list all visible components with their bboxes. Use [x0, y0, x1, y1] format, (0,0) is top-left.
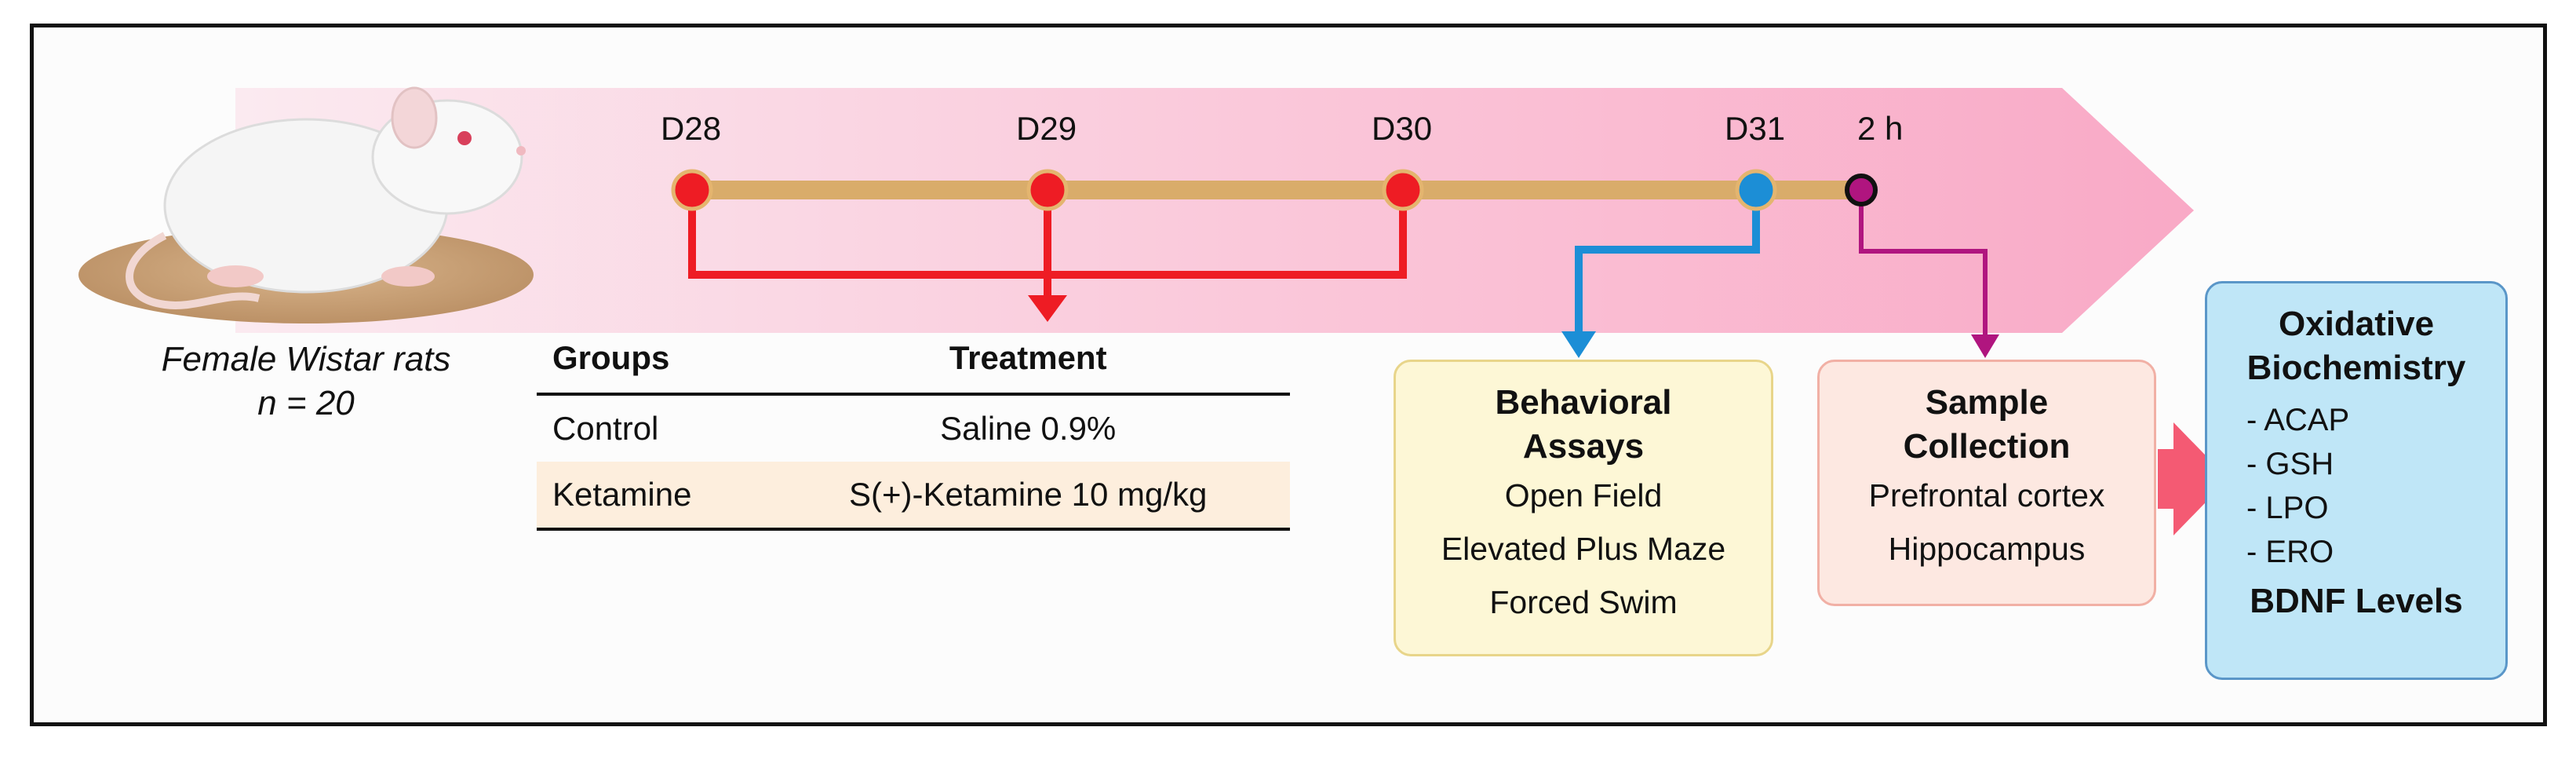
- sample-collection-box: Sample Collection Prefrontal cortex Hipp…: [1817, 360, 2156, 606]
- timeline-label-d31: D31: [1725, 110, 1786, 147]
- table-header-row: Groups Treatment: [537, 328, 1290, 396]
- behavior-connector: [1575, 195, 1760, 333]
- oxidative-title-2: Biochemistry: [2246, 349, 2466, 387]
- header-groups: Groups: [537, 328, 767, 396]
- header-treatment: Treatment: [766, 328, 1290, 396]
- groups-table: Groups Treatment Control Saline 0.9% Ket…: [537, 328, 1290, 531]
- table-row: Ketamine S(+)-Ketamine 10 mg/kg: [537, 462, 1290, 529]
- treatment-bracket: [688, 195, 1407, 297]
- behavioral-assays-box: Behavioral Assays Open Field Elevated Pl…: [1394, 360, 1773, 656]
- caption-species: Female Wistar rats: [161, 340, 451, 378]
- rat-illustration: [78, 86, 534, 323]
- biomarker-item: - ACAP: [2246, 403, 2350, 437]
- timeline-marker-d28: [671, 169, 713, 211]
- treatment-cell: Saline 0.9%: [940, 410, 1117, 447]
- group-cell: Control: [552, 410, 659, 447]
- biomarker-item: - ERO: [2246, 535, 2334, 569]
- timeline-marker-d29: [1026, 169, 1069, 211]
- behavioral-title-1: Behavioral: [1495, 383, 1672, 422]
- caption-n: n = 20: [257, 384, 355, 422]
- sample-item: Prefrontal cortex: [1868, 477, 2105, 513]
- animal-caption: Female Wistar rats n = 20: [118, 338, 494, 426]
- oxidative-biochemistry-box: Oxidative Biochemistry - ACAP - GSH - LP…: [2205, 281, 2508, 680]
- behavior-arrowhead: [1561, 331, 1596, 358]
- treatment-cell: S(+)-Ketamine 10 mg/kg: [766, 462, 1290, 529]
- behavioral-item: Open Field: [1504, 477, 1663, 513]
- sampling-arrowhead: [1971, 334, 1999, 358]
- biomarker-item: - GSH: [2246, 447, 2334, 481]
- timeline-label-d30: D30: [1372, 110, 1433, 147]
- behavioral-item: Elevated Plus Maze: [1441, 531, 1726, 567]
- sample-title-2: Collection: [1903, 427, 2071, 466]
- timeline-label-d28: D28: [661, 110, 722, 147]
- biomarker-list: - ACAP - GSH - LPO - ERO: [2207, 398, 2505, 574]
- behavioral-item: Forced Swim: [1489, 584, 1678, 620]
- sample-title-1: Sample: [1925, 383, 2049, 422]
- sample-item: Hippocampus: [1888, 531, 2086, 567]
- table-row: Control Saline 0.9%: [537, 394, 1290, 462]
- group-cell: Ketamine: [537, 462, 767, 529]
- timeline-label-d29: D29: [1016, 110, 1077, 147]
- timeline-marker-d30: [1382, 169, 1424, 211]
- timeline-bar: [690, 181, 1867, 199]
- timeline-marker-d31: [1735, 169, 1777, 211]
- oxidative-title-1: Oxidative: [2278, 305, 2435, 343]
- to-biochem-arrow: [2158, 422, 2228, 535]
- sampling-connector: [1859, 201, 1988, 336]
- behavioral-title-2: Assays: [1522, 427, 1645, 466]
- biomarker-item: - LPO: [2246, 491, 2329, 525]
- timeline-marker-2h: [1845, 174, 1878, 206]
- treatment-arrowhead: [1028, 295, 1067, 322]
- bdnf-levels-label: BDNF Levels: [2250, 582, 2463, 620]
- timeline-label-2h: 2 h: [1857, 110, 1904, 147]
